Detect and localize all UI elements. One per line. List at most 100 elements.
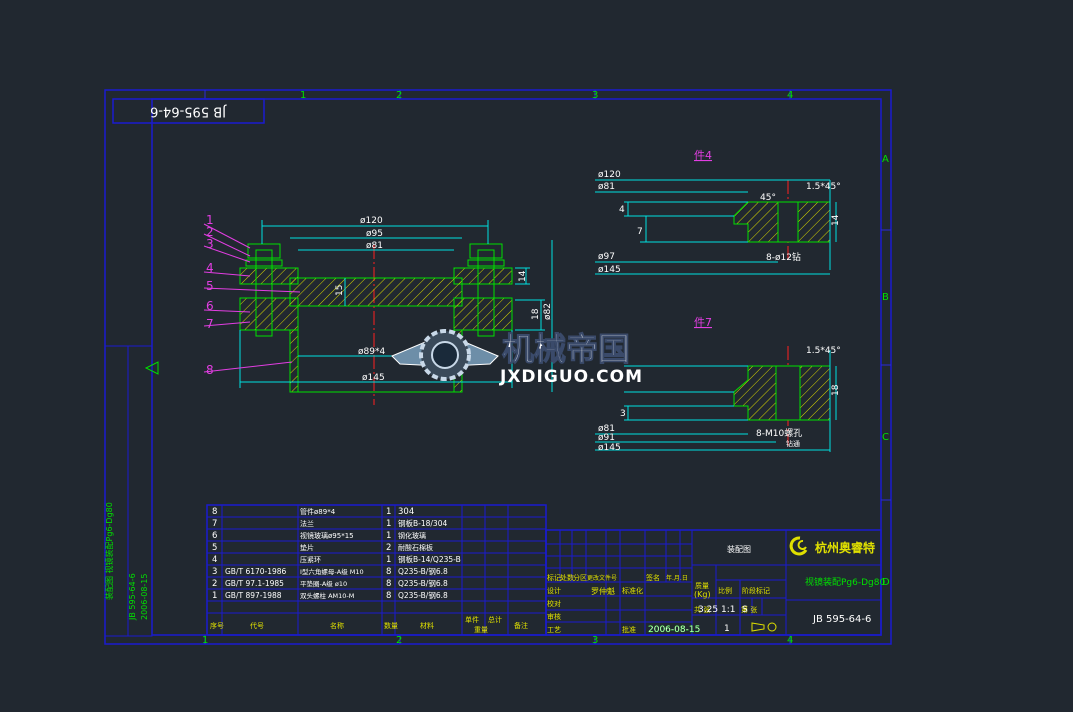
tb-label-approve: 批准 [622,625,636,634]
detail-4-dim-4: 4 [619,205,625,215]
tb-label-design: 设计 [547,586,561,595]
pressure-ring-right [453,267,513,285]
tb-label-change: 更改文件号 [587,574,617,582]
tb-label-sign: 签名 [646,573,660,582]
detail-7-holes-note: 钻通 [786,439,800,448]
grid-col-1-top: 1 [300,90,306,101]
washer-right [467,259,505,267]
detail-4-dim-d145: ø145 [598,265,621,275]
detail-4-holes: 8-ø12钻 [766,251,801,263]
svg-text:代号: 代号 [250,621,264,630]
main-dim-d89x4: ø89*4 [358,347,385,357]
balloon-6: 6 [206,299,214,313]
svg-text:Q235-B/钢6.8: Q235-B/钢6.8 [398,578,448,588]
sight-glass [289,277,463,307]
detail-7-label: 件7 [694,316,712,329]
side-stamp-line-2: JB 595-64-6 [128,573,137,621]
bom-row: 1 GB/T 897-1988 双头螺柱 AM10-M 8 Q235-B/钢6.… [212,590,448,601]
main-dim-d145: ø145 [362,373,385,383]
tb-date: 2006-08-15 [648,625,700,635]
bom-row: 3 GB/T 6170-1986 I型六角螺母-A级 M10 8 Q235-B/… [212,566,448,577]
tb-designer: 罗仲魁 [591,586,615,596]
svg-text:视镜玻璃ø95*15: 视镜玻璃ø95*15 [300,531,354,540]
svg-text:8: 8 [386,591,391,601]
svg-text:耐酸石棉板: 耐酸石棉板 [398,543,433,552]
grid-zone-markers [204,90,891,644]
grid-row-a: A [882,154,889,165]
svg-text:数量: 数量 [384,621,398,630]
stud-left [255,249,273,337]
svg-text:重量: 重量 [474,626,488,634]
tb-label-mark: 标记 [547,573,561,582]
svg-text:8: 8 [386,579,391,589]
bom-row: 8 管件ø89*4 1 304 [212,507,414,517]
balloon-8: 8 [206,363,214,377]
tb-company: 杭州奥睿特 [815,540,875,555]
svg-text:1: 1 [386,555,391,565]
flange-left [239,297,299,331]
svg-text:双头螺柱 AM10-M: 双头螺柱 AM10-M [300,591,354,600]
tb-label-stage: 阶段标记 [742,586,770,595]
main-assembly-view[interactable]: ø120 ø95 ø81 ø89*4 ø145 15 14 18 ø82 1 2… [203,213,553,405]
grid-row-c: C [882,432,889,443]
tb-label-process: 工艺 [547,626,561,634]
bom-header-row: 序号 代号 名称 数量 材料 单件 总计 重量 备注 [210,615,528,634]
balloon-1: 1 [206,213,214,227]
grid-col-2-bottom: 2 [396,635,402,646]
washer-left [245,259,283,267]
grid-col-1-bottom: 1 [202,635,208,646]
detail-4-angle: 45° [760,193,776,203]
svg-text:GB/T 97.1-1985: GB/T 97.1-1985 [225,579,284,588]
tb-label-sheet: 第 张 [741,605,757,614]
svg-text:3: 3 [212,567,217,577]
svg-text:Q235-B/钢6.8: Q235-B/钢6.8 [398,590,448,600]
bill-of-materials[interactable]: 8 管件ø89*4 1 304 7 法兰 1 钢板B-18/304 6 视镜玻璃… [206,504,547,636]
pressure-ring-left [239,267,299,285]
balloon-3: 3 [206,237,214,251]
detail-4-dim-d120: ø120 [598,170,621,180]
svg-text:名称: 名称 [330,621,344,630]
inverted-code-box [112,98,265,124]
nut-right [469,243,503,259]
svg-text:序号: 序号 [210,621,224,630]
svg-text:平垫圈-A级 ø10: 平垫圈-A级 ø10 [300,579,347,588]
tb-label-date-hdr: 年.月.日 [666,574,688,582]
tb-label-std: 标准化 [622,586,643,595]
svg-text:总计: 总计 [488,615,502,624]
svg-text:1: 1 [212,591,217,601]
detail-4-dim-14: 14 [831,214,841,226]
detail-7-chamfer: 1.5*45° [806,346,841,356]
svg-text:5: 5 [212,543,217,553]
stud-right [477,249,495,337]
grid-col-3-bottom: 3 [592,635,598,646]
tb-label-total-sheets: 共 张 [694,605,710,614]
tb-label-weight-1: 质量 [695,581,709,590]
svg-text:7: 7 [212,519,217,529]
company-logo-icon [789,536,808,556]
detail-4-dim-7: 7 [637,227,643,237]
svg-text:1: 1 [386,519,391,529]
projection-cone-icon [751,622,765,632]
tb-label-zone: 分区 [573,573,587,582]
detail-part-7[interactable]: 件7 3 ø81 ø91 ø145 1.5*45° 18 8-M10螺孔 钻通 [595,316,841,453]
tb-drawing-code: JB 595-64-6 [812,614,871,625]
bom-row: 2 GB/T 97.1-1985 平垫圈-A级 ø10 8 Q235-B/钢6.… [212,578,448,589]
svg-text:6: 6 [212,531,217,541]
tb-label-weight-2: (Kg) [694,590,711,599]
grid-col-3-top: 3 [592,90,598,101]
balloon-5: 5 [206,279,214,293]
title-block[interactable]: 标记 处数 分区 更改文件号 签名 年.月.日 设计 校对 审核 工艺 标准化 … [545,529,885,636]
svg-text:备注: 备注 [514,621,528,630]
detail-part-4[interactable]: 件4 ø120 ø81 4 7 ø97 ø145 45° 1.5*45° 14 [595,149,841,275]
side-stamp-line-1: 装配图 视镜装配Pg6-Dg80 [104,502,114,600]
grid-zone-labels: 1 2 3 4 1 2 3 4 A B C D [202,90,890,646]
detail-4-dim-d97: ø97 [598,252,615,262]
svg-text:单件: 单件 [465,615,479,624]
tb-assembly-label: 装配图 [727,544,751,554]
projection-symbol-icon [767,622,777,632]
bom-row: 6 视镜玻璃ø95*15 1 钢化玻璃 [212,531,426,541]
main-dim-15: 15 [335,285,345,296]
svg-text:2: 2 [386,543,391,553]
bom-row: 7 法兰 1 钢板B-18/304 [212,518,447,529]
